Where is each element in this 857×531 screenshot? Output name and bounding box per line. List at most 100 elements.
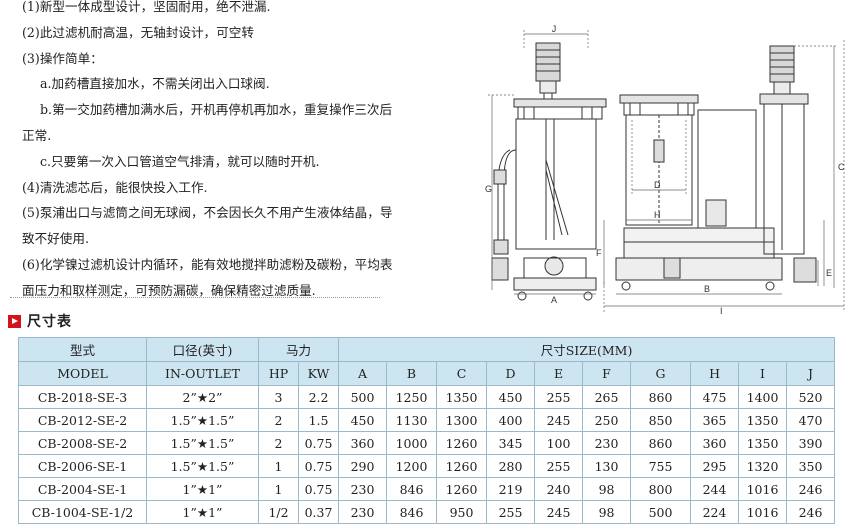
table-cell: 1350 [738,431,788,455]
feature-line: (1)新型一体成型设计，坚固耐用，绝不泄漏. [22,0,271,14]
table-cell: 245 [534,500,584,524]
filter-machine-drawing: J G A D H B I C F E [485,24,845,316]
column-header: E [534,361,584,386]
table-cell: 1/2 [258,500,299,524]
table-cell: 860 [630,431,692,455]
table-cell: 295 [690,454,740,478]
table-cell: 1300 [436,408,488,432]
table-cell: 98 [582,500,632,524]
table-cell: 1260 [436,454,488,478]
play-arrow-icon [8,314,21,328]
table-cell: 280 [486,454,536,478]
header-port-cn: 口径(英寸) [146,337,259,362]
table-cell: 244 [690,477,740,501]
table-cell: 290 [338,454,388,478]
table-cell: 860 [630,385,692,409]
feature-line: (3)操作简单： [22,50,103,66]
table-cell: 800 [630,477,692,501]
column-header: I [738,361,788,386]
table-cell: 1.5”★1.5” [146,454,259,478]
table-cell: 520 [786,385,836,409]
feature-line: 面压力和取样测定，可预防漏碳，确保精密过滤质量. [22,282,316,298]
table-cell: 1.5 [297,408,340,432]
table-cell: 250 [582,408,632,432]
table-cell: 0.75 [297,454,340,478]
table-cell: CB-2004-SE-1 [18,477,147,501]
table-cell: 360 [338,431,388,455]
feature-line: b.第一交加药槽加满水后，开机再停机再加水，重复操作三次后 [40,102,393,118]
table-cell: 500 [338,385,388,409]
column-header: G [630,361,692,386]
table-cell: 1016 [738,500,788,524]
feature-line: (2)此过滤机耐高温，无轴封设计，可空转 [22,24,254,40]
column-header: A [338,361,388,386]
dim-label-c: C [838,162,845,172]
table-cell: 1”★1” [146,500,259,524]
table-cell: 500 [630,500,692,524]
table-cell: 3 [258,385,299,409]
dim-label-j: J [552,24,557,34]
dim-label-e: E [826,268,832,278]
table-cell: 98 [582,477,632,501]
dotted-divider [10,297,380,298]
table-cell: 1016 [738,477,788,501]
table-cell: 846 [386,477,438,501]
feature-line: (6)化学镍过滤机设计内循环，能有效地搅拌助滤粉及碳粉，平均表 [22,256,393,272]
column-header: D [486,361,536,386]
table-cell: 755 [630,454,692,478]
table-cell: 2 [258,431,299,455]
dim-label-h: H [654,210,661,220]
table-cell: 470 [786,408,836,432]
table-cell: 1350 [436,385,488,409]
column-header: HP [258,361,299,386]
table-cell: 230 [582,431,632,455]
dim-label-i: I [720,306,723,316]
table-cell: 1200 [386,454,438,478]
table-cell: 224 [690,500,740,524]
header-model-cn: 型式 [18,337,147,362]
table-cell: 1400 [738,385,788,409]
table-cell: 1130 [386,408,438,432]
column-header: J [786,361,836,386]
table-cell: 2”★2” [146,385,259,409]
section-heading: 尺寸表 [8,312,72,330]
column-header: IN-OUTLET [146,361,259,386]
table-cell: 400 [486,408,536,432]
feature-line: c.只要第一次入口管道空气排清，就可以随时开机. [40,153,320,169]
table-cell: 230 [338,477,388,501]
table-cell: 850 [630,408,692,432]
table-cell: 450 [486,385,536,409]
table-cell: 0.75 [297,431,340,455]
table-cell: 1320 [738,454,788,478]
table-cell: CB-2012-SE-2 [18,408,147,432]
table-cell: 240 [534,477,584,501]
table-cell: 1 [258,477,299,501]
table-cell: 2 [258,408,299,432]
dim-label-g: G [485,184,492,194]
table-cell: 265 [582,385,632,409]
feature-line: a.加药槽直接加水，不需关闭出入口球阀. [40,76,270,92]
table-cell: 1260 [436,477,488,501]
header-power-cn: 马力 [257,337,340,362]
table-cell: 245 [534,408,584,432]
dim-label-f: F [596,248,602,258]
table-cell: 1.5”★1.5” [146,431,259,455]
table-cell: 846 [386,500,438,524]
table-cell: 360 [690,431,740,455]
column-header: C [436,361,488,386]
table-cell: CB-2018-SE-3 [18,385,147,409]
table-cell: 219 [486,477,536,501]
header-size: 尺寸SIZE(MM) [338,337,836,362]
table-cell: CB-1004-SE-1/2 [18,500,147,524]
table-cell: CB-2006-SE-1 [18,454,147,478]
table-cell: 365 [690,408,740,432]
table-cell: 130 [582,454,632,478]
dim-label-b: B [704,284,710,294]
feature-line: (4)清洗滤芯后，能很快投入工作. [22,179,208,195]
column-header: KW [297,361,340,386]
